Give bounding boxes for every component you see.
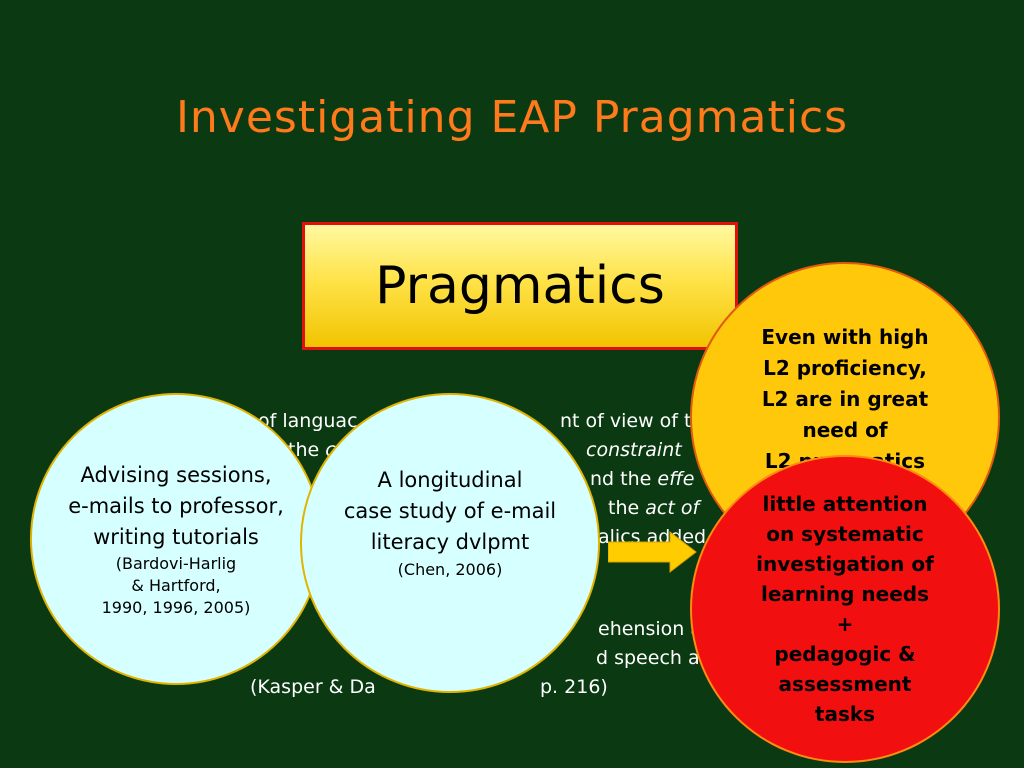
right-arrow-icon <box>608 530 697 574</box>
bg-line-8: (Kasper & Da <box>250 676 376 698</box>
longitudinal-cite: (Chen, 2006) <box>397 559 503 579</box>
proficiency-line-3: L2 are in great <box>761 387 929 411</box>
attention-line-1: little attention <box>762 492 928 516</box>
attention-line-6: pedagogic & <box>774 642 916 666</box>
bg-line-8b: p. 216) <box>540 676 608 698</box>
advising-cite-1: (Bardovi-Harlig <box>115 553 237 573</box>
advising-cite-3: 1990, 1996, 2005) <box>101 597 251 617</box>
attention-line-8: tasks <box>814 702 876 726</box>
longitudinal-line-2: case study of e-mail <box>343 498 557 523</box>
longitudinal-line-1: A longitudinal <box>377 467 523 492</box>
bg-line-2b: constraint <box>586 439 682 461</box>
proficiency-line-2: L2 proficiency, <box>763 356 927 380</box>
attention-line-2: on systematic <box>766 522 924 546</box>
slide-title: Investigating EAP Pragmatics <box>175 92 849 143</box>
longitudinal-line-3: literacy dvlpmt <box>370 529 530 554</box>
proficiency-line-1: Even with high <box>761 325 929 349</box>
bg-line-1b: nt of view of th <box>560 410 704 432</box>
bg-line-6b: ehension a <box>598 618 702 640</box>
circle-attention: little attention on systematic investiga… <box>690 455 1000 763</box>
advising-cite-2: & Hartford, <box>131 575 221 595</box>
bg-line-3b: nd the effe <box>590 468 695 490</box>
attention-line-4: learning needs <box>761 582 929 606</box>
attention-line-7: assessment <box>778 672 912 696</box>
pragmatics-label: Pragmatics <box>375 256 665 316</box>
attention-line-3: investigation of <box>756 552 934 576</box>
attention-line-5: + <box>836 612 854 636</box>
bg-line-7b: d speech act <box>596 647 718 669</box>
proficiency-line-4: need of <box>802 418 888 442</box>
circle-longitudinal: A longitudinal case study of e-mail lite… <box>300 393 600 693</box>
advising-line-1: Advising sessions, <box>80 462 272 487</box>
advising-line-3: writing tutorials <box>93 524 259 549</box>
bg-line-1: of languac <box>258 410 358 432</box>
bg-line-4b: the act of <box>608 497 700 519</box>
advising-line-2: e-mails to professor, <box>68 493 284 518</box>
circle-advising: Advising sessions, e-mails to professor,… <box>30 393 322 685</box>
pragmatics-box: Pragmatics <box>302 222 738 350</box>
